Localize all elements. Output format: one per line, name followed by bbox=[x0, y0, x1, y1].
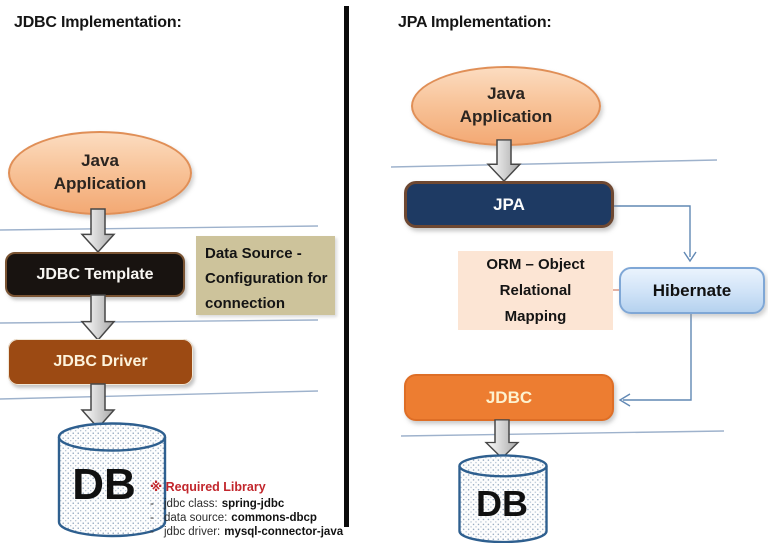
left-panel-title: JDBC Implementation: bbox=[14, 14, 182, 31]
req-item-value: spring-jdbc bbox=[221, 498, 285, 510]
required-library-item: - jdbc class: spring-jdbc bbox=[150, 497, 350, 511]
down-block-arrow-icon bbox=[80, 208, 116, 253]
dash-bullet: - bbox=[150, 498, 154, 510]
left-java-application-label: Java Application bbox=[53, 151, 147, 193]
required-library-item: - data source: commons-dbcp bbox=[150, 511, 350, 525]
dash-bullet: - bbox=[150, 526, 154, 538]
down-block-arrow-icon bbox=[80, 383, 116, 429]
req-item-label: jdbc driver: bbox=[164, 526, 221, 538]
hibernate-node: Hibernate bbox=[619, 267, 765, 314]
right-java-application-label: Java Application bbox=[459, 84, 553, 126]
right-db-label: DB bbox=[476, 483, 528, 524]
arrowhead-left bbox=[618, 393, 631, 407]
jdbc-label: JDBC bbox=[485, 387, 533, 407]
left-java-application-node: Java Application bbox=[8, 131, 192, 215]
req-item-label: data source: bbox=[164, 512, 228, 524]
req-item-value: mysql-connector-java bbox=[224, 526, 344, 538]
jpa-node: JPA bbox=[404, 181, 614, 228]
arrowhead-down bbox=[683, 251, 697, 263]
jdbc-driver-node: JDBC Driver bbox=[8, 339, 193, 385]
jdbc-template-node: JDBC Template bbox=[5, 252, 185, 297]
req-item-label: jdbc class: bbox=[164, 498, 218, 510]
jdbc-node: JDBC bbox=[404, 374, 614, 421]
hibernate-label: Hibernate bbox=[652, 280, 732, 300]
jdbc-driver-label: JDBC Driver bbox=[53, 353, 148, 370]
data-source-note: Data Source - Configuration for connecti… bbox=[196, 236, 335, 315]
down-block-arrow-icon bbox=[484, 419, 520, 459]
down-block-arrow-icon bbox=[486, 139, 522, 182]
req-item-value: commons-dbcp bbox=[231, 512, 317, 524]
jdbc-template-label: JDBC Template bbox=[36, 265, 154, 283]
left-db-label: DB bbox=[72, 460, 136, 509]
orm-note-text: ORM – Object Relational Mapping bbox=[486, 255, 585, 325]
required-library-note: ※ Required Library - jdbc class: spring-… bbox=[150, 479, 350, 539]
right-db-cylinder-icon bbox=[458, 454, 548, 543]
right-panel-title: JPA Implementation: bbox=[398, 14, 552, 31]
jpa-to-hibernate-connector bbox=[614, 205, 691, 257]
hibernate-to-jdbc-connector bbox=[623, 314, 692, 401]
down-block-arrow-icon bbox=[80, 294, 116, 341]
left-db-cylinder-icon bbox=[57, 422, 167, 538]
orm-note: ORM – Object Relational Mapping bbox=[458, 251, 613, 330]
panel-divider bbox=[344, 6, 349, 527]
required-library-title: ※ Required Library bbox=[150, 480, 266, 494]
jpa-label: JPA bbox=[493, 194, 525, 214]
right-java-application-node: Java Application bbox=[411, 66, 601, 146]
dash-bullet: - bbox=[150, 512, 154, 524]
required-library-item: - jdbc driver: mysql-connector-java bbox=[150, 525, 350, 539]
